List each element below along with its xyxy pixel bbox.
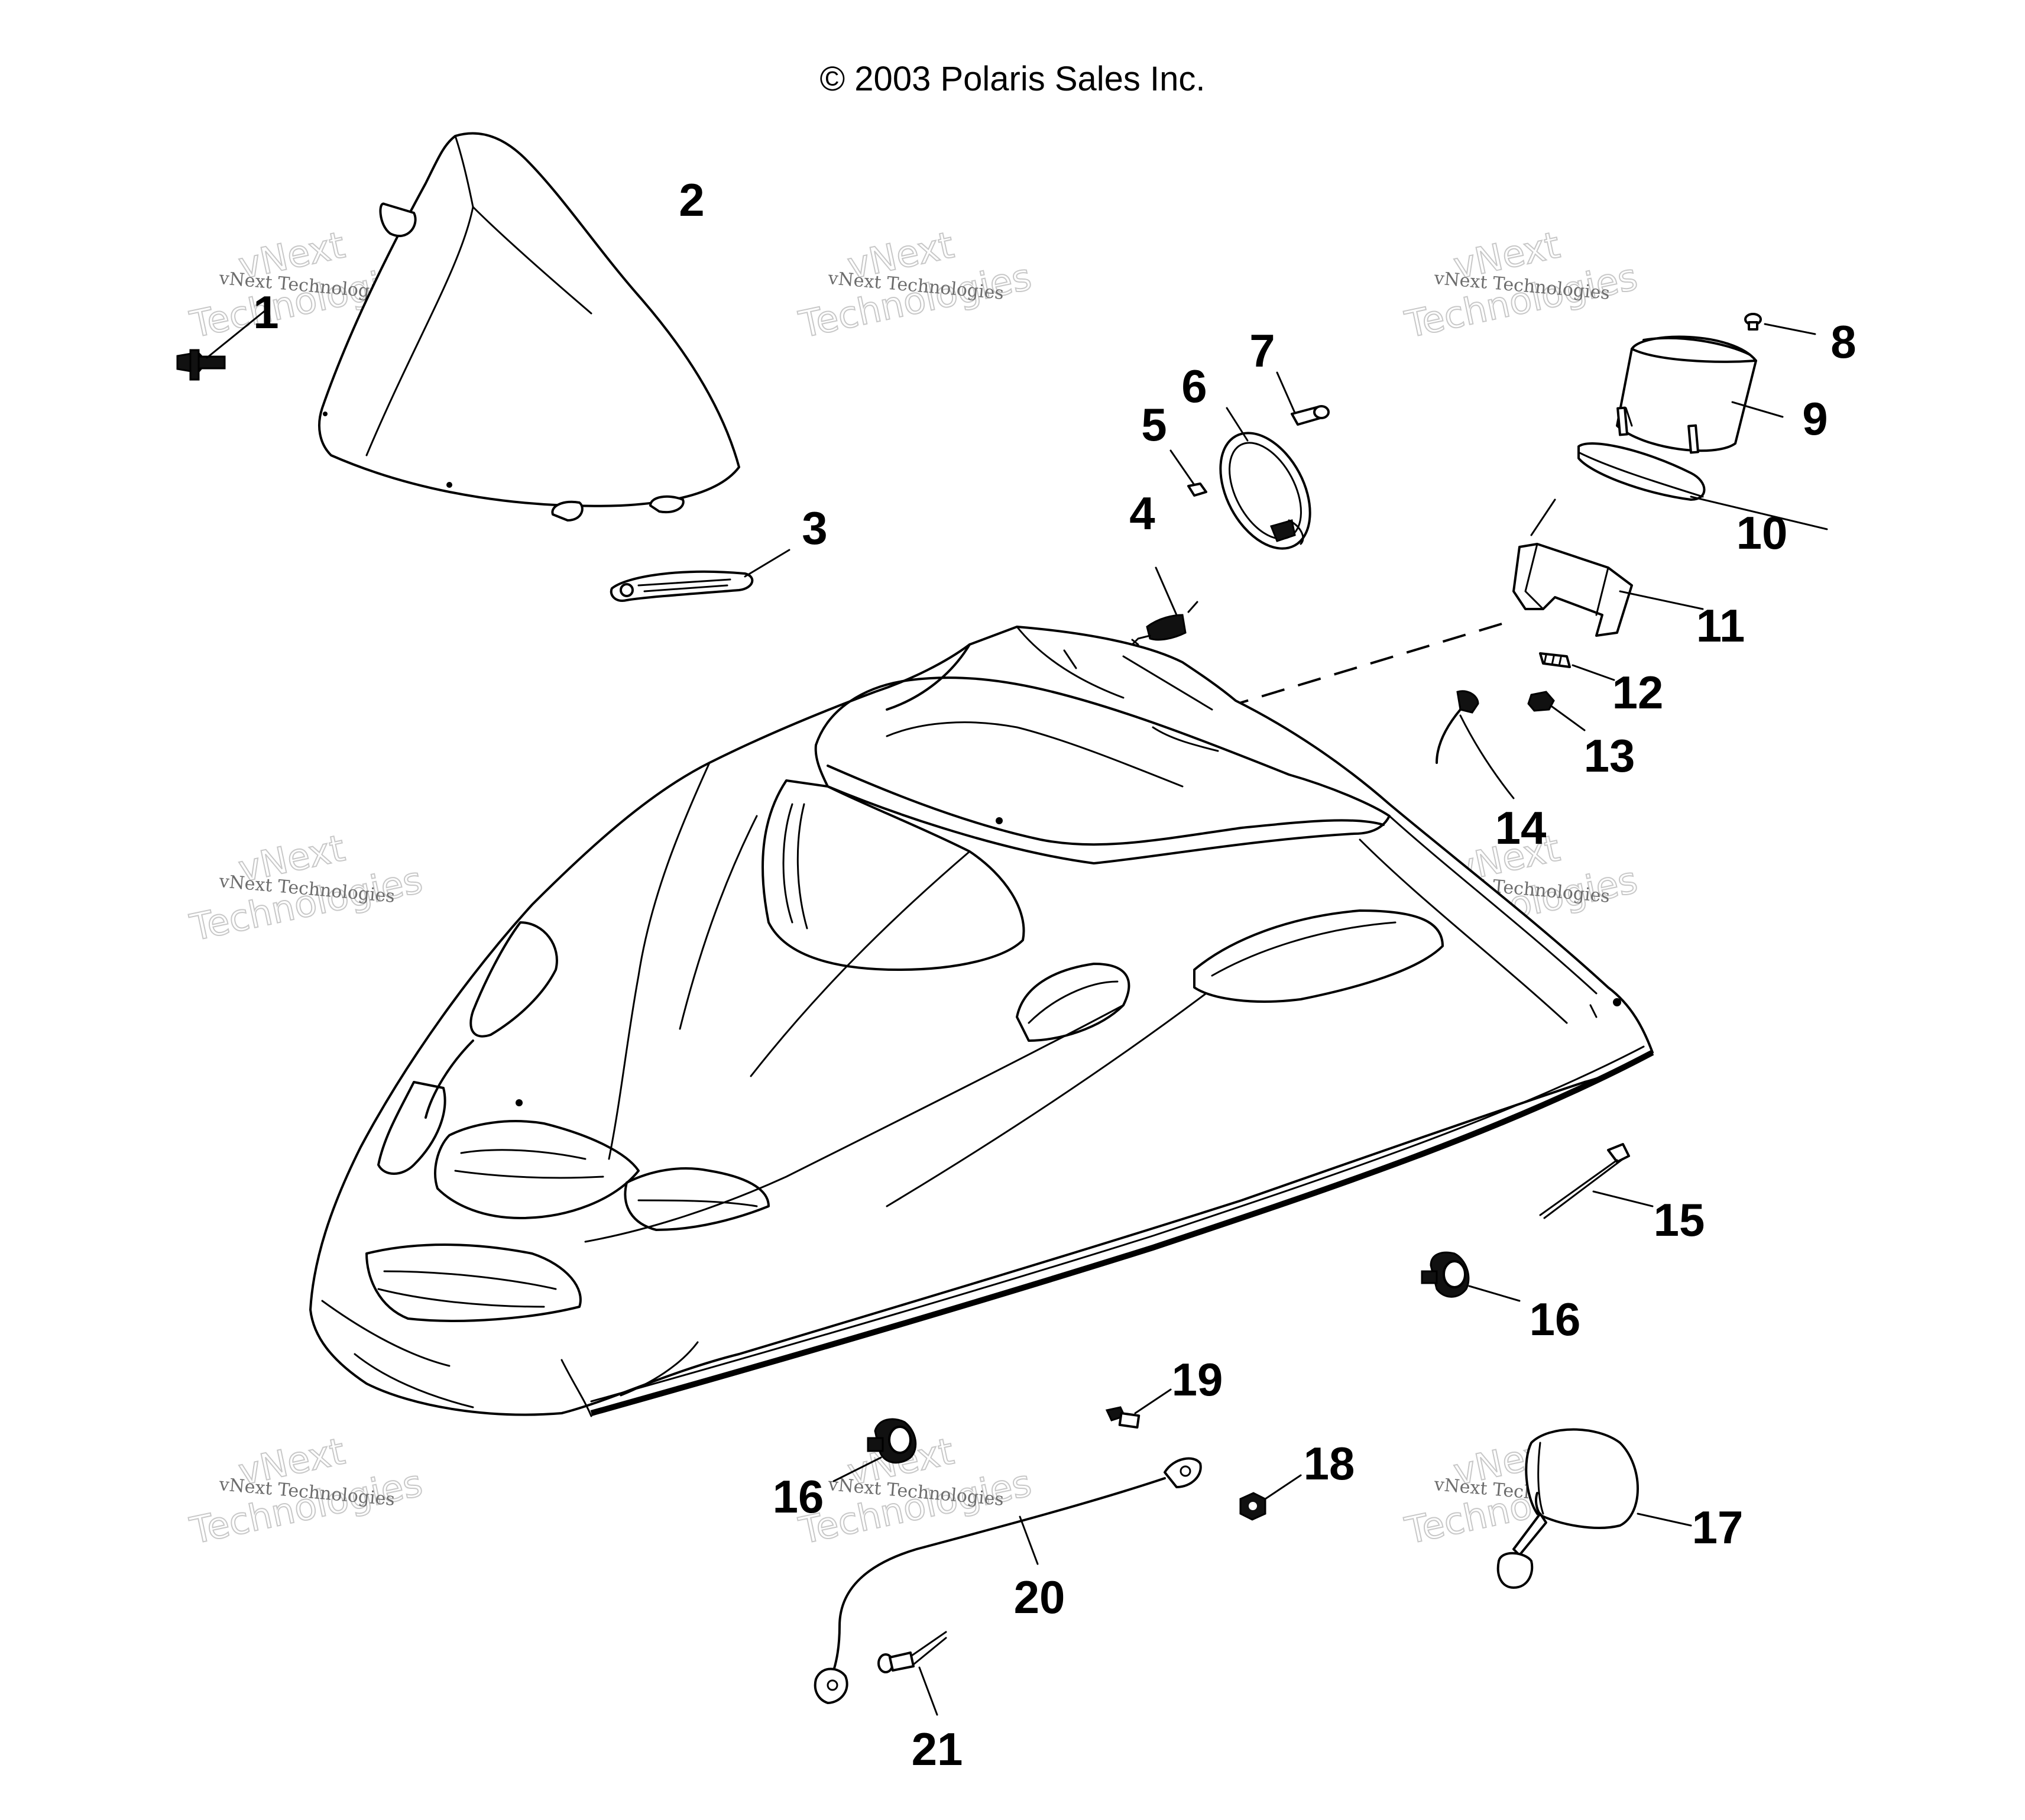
part-17-mirror	[1496, 1428, 1692, 1589]
watermark: Technologies vNext vNext Technologies	[1401, 222, 1642, 346]
callout-19: 19	[1172, 1353, 1223, 1406]
part-19-bolt	[1105, 1388, 1172, 1429]
callout-13: 13	[1584, 730, 1635, 782]
part-6-gauge-ring	[1219, 407, 1311, 550]
watermark: Technologies vNext vNext Technologies	[186, 825, 427, 950]
callout-16-left: 16	[773, 1471, 824, 1523]
watermark: Technologies vNext vNext Technologies	[795, 222, 1036, 346]
part-10-lens	[1577, 442, 1828, 530]
callout-5: 5	[1141, 399, 1167, 451]
part-12-spring	[1539, 652, 1615, 681]
part-7-pin	[1276, 371, 1330, 426]
callout-11: 11	[1696, 600, 1745, 652]
part-20-ground-cable	[814, 1457, 1202, 1704]
part-21-rivet	[877, 1631, 947, 1716]
part-16-clamp-left	[832, 1418, 917, 1482]
part-15-cable-tie	[1539, 1143, 1654, 1219]
callout-14: 14	[1495, 802, 1547, 854]
part-5-clip	[1169, 449, 1207, 497]
callout-2: 2	[679, 174, 704, 226]
callout-7: 7	[1249, 325, 1275, 377]
part-4-connector	[1113, 566, 1198, 663]
part-18-nut	[1239, 1474, 1302, 1521]
part-1-rivet	[176, 306, 270, 381]
callout-8: 8	[1830, 316, 1856, 368]
part-9-gauge	[1616, 335, 1784, 454]
callout-17: 17	[1692, 1501, 1744, 1553]
part-2-windshield	[318, 132, 740, 522]
callout-21: 21	[912, 1723, 963, 1775]
callout-1: 1	[253, 286, 278, 338]
part-14-bulb	[1436, 690, 1515, 799]
callout-9: 9	[1802, 393, 1828, 445]
watermark: Technologies vNext vNext Technologies	[186, 1429, 427, 1553]
part-8-screw	[1744, 313, 1816, 335]
part-16-clamp-right	[1421, 1251, 1521, 1302]
main-hood-body	[309, 626, 1654, 1417]
part-13-nut	[1527, 691, 1586, 731]
callout-6: 6	[1181, 360, 1207, 412]
callout-15: 15	[1654, 1194, 1705, 1246]
callout-18: 18	[1304, 1437, 1355, 1489]
callout-20: 20	[1014, 1571, 1065, 1623]
callout-12: 12	[1612, 666, 1664, 718]
copyright-text: © 2003 Polaris Sales Inc.	[819, 60, 1206, 98]
callout-16-right: 16	[1530, 1293, 1581, 1345]
part-3-strap	[610, 549, 790, 602]
callout-4: 4	[1129, 487, 1155, 539]
part-11-bezel	[1512, 498, 1704, 637]
assembly-line	[1217, 623, 1502, 711]
callout-labels: 1 2 3 4 5 6 7 8 9 10 11 12 13 14 15 16 1…	[253, 174, 1856, 1775]
callout-3: 3	[802, 502, 827, 554]
callout-10: 10	[1736, 507, 1788, 559]
